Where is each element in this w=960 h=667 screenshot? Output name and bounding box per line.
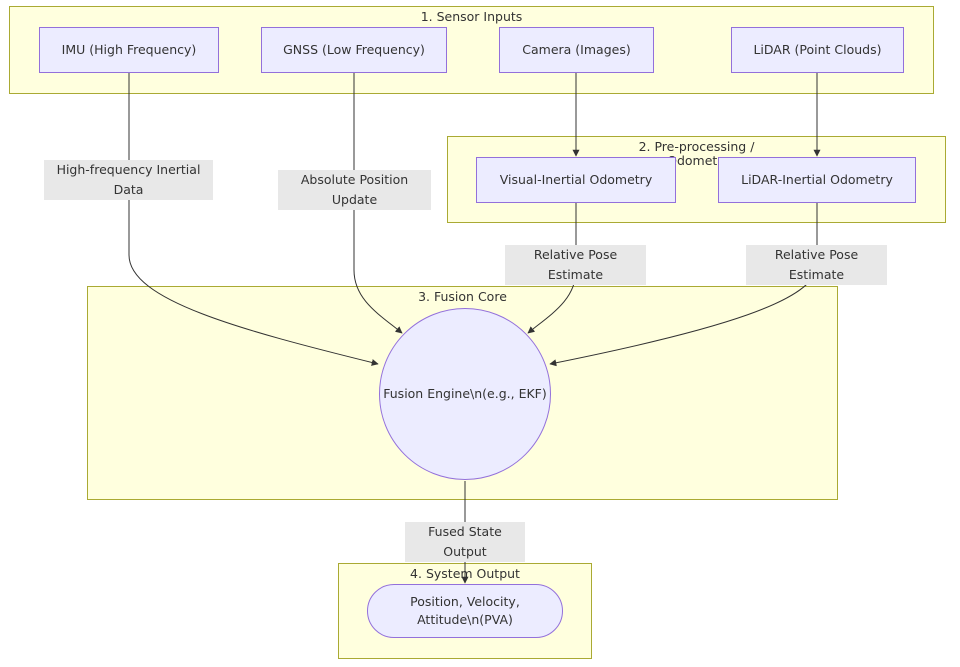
node-camera-label: Camera (Images) [522, 42, 631, 57]
cluster-title-preprocessing: 2. Pre-processing / Odometry [638, 139, 755, 168]
node-fusion-engine-label: Fusion Engine\n(e.g., EKF) [383, 386, 547, 401]
node-fusion-engine[interactable]: Fusion Engine\n(e.g., EKF) [379, 308, 551, 480]
node-imu-label: IMU (High Frequency) [61, 42, 197, 57]
node-vio[interactable]: Visual-Inertial Odometry [476, 157, 676, 203]
node-lio-label: LiDAR-Inertial Odometry [741, 172, 893, 187]
node-vio-label: Visual-Inertial Odometry [499, 172, 653, 187]
node-pva-label: Position, Velocity, Attitude\n(PVA) [410, 594, 520, 627]
cluster-title-sensor-inputs: 1. Sensor Inputs [420, 9, 523, 24]
node-imu[interactable]: IMU (High Frequency) [39, 27, 219, 73]
cluster-title-fusion-core: 3. Fusion Core [418, 289, 507, 304]
node-gnss[interactable]: GNSS (Low Frequency) [261, 27, 447, 73]
node-lidar-label: LiDAR (Point Clouds) [753, 42, 882, 57]
edge-label-gnss: Absolute Position Update [278, 170, 431, 210]
edge-label-fusion-output: Fused State Output [405, 522, 525, 562]
node-gnss-label: GNSS (Low Frequency) [283, 42, 425, 57]
node-lidar[interactable]: LiDAR (Point Clouds) [731, 27, 904, 73]
edge-gnss-to-fusion [353, 73, 403, 334]
edge-label-lio: Relative Pose Estimate [746, 245, 887, 285]
edge-imu-to-fusion [128, 73, 379, 366]
node-lio[interactable]: LiDAR-Inertial Odometry [718, 157, 916, 203]
node-pva[interactable]: Position, Velocity, Attitude\n(PVA) [367, 584, 563, 638]
edge-label-imu: High-frequency Inertial Data [44, 160, 213, 200]
edge-label-vio: Relative Pose Estimate [505, 245, 646, 285]
node-camera[interactable]: Camera (Images) [499, 27, 654, 73]
